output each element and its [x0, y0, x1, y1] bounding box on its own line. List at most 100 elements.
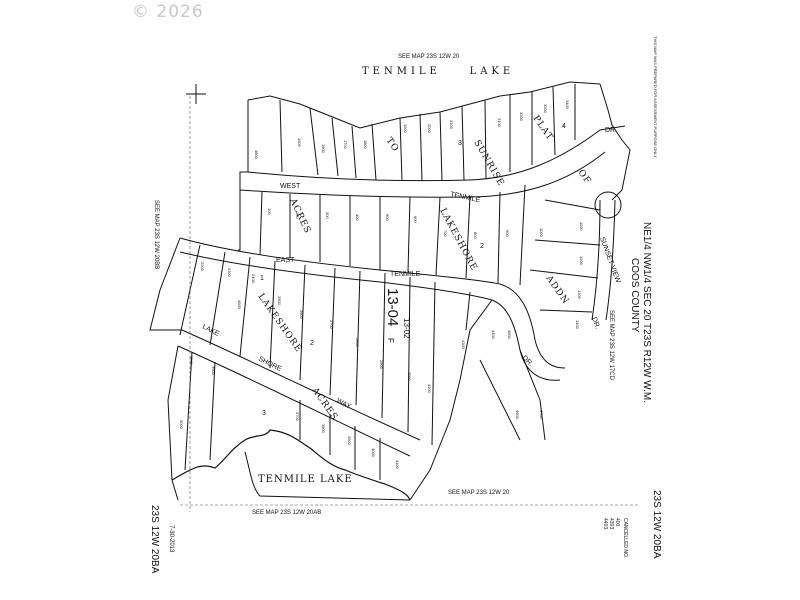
map-number-right: 23S 12W 20BA — [651, 490, 662, 559]
lake-name-top: TENMILE LAKE — [362, 66, 514, 77]
map-title-line-2: COOS COUNTY — [629, 258, 640, 333]
lot-number: 3400 — [565, 100, 570, 110]
block-number: 1 — [260, 275, 264, 282]
right-diagonal-boundary — [409, 299, 493, 501]
road-west: WEST — [280, 183, 301, 190]
lot-number: 4000 — [371, 448, 376, 458]
lake-shoreline-lower — [244, 451, 411, 501]
see-map-right: SEE MAP 23S 12W 17CD — [608, 310, 614, 381]
road-sunset-view: SUNSET VIEW — [598, 236, 621, 284]
block-number: 3 — [458, 140, 462, 147]
lot-number: 2600 — [299, 310, 304, 320]
outer-diagonal-boundary — [479, 359, 521, 441]
subdivision-sunrise: SUNRISE — [471, 139, 506, 189]
lot-number: 2100 — [449, 120, 454, 130]
sub-map-number: 13-02 — [402, 318, 411, 339]
lot-number: 3200 — [519, 112, 524, 122]
map-number-left: 23S 12W 20BA — [149, 505, 160, 574]
road-way: WAY — [335, 398, 352, 411]
cancelled-number: 4403 — [602, 518, 608, 529]
road-curve-north — [499, 283, 566, 369]
lot-number: 2300 — [227, 268, 232, 278]
lot-number: 4800 — [254, 150, 259, 160]
subdivision-addn: ADDN — [543, 273, 571, 306]
road-sunset-view-east — [605, 199, 616, 321]
road-dr-3: DR. — [521, 354, 535, 368]
north-arrow-icon — [186, 84, 206, 104]
lot-number: 1000 — [539, 228, 544, 238]
lot-number: 3300 — [543, 104, 548, 114]
lake-name-bottom: TENMILE LAKE — [258, 474, 353, 485]
lot-number: 2200 — [200, 262, 205, 272]
lot-number: 4200 — [427, 384, 432, 394]
lot-number: 5000 — [179, 420, 184, 430]
lot-number: 4100 — [395, 460, 400, 470]
lot-number: 1300 — [577, 290, 582, 300]
upper-lot-lines — [279, 84, 576, 182]
lot-number: 1400 — [575, 320, 580, 330]
subdivision-of: OF — [576, 168, 593, 187]
lot-number: 700 — [443, 230, 448, 237]
lower-lake-side — [167, 345, 179, 501]
block-number: 4 — [562, 123, 566, 130]
road-west-tenmile-north — [247, 125, 626, 182]
lot-number: 4900 — [237, 300, 242, 310]
cul-de-sac — [594, 191, 622, 219]
subdivision-plat: PLAT — [531, 114, 555, 143]
see-map-top: SEE MAP 23S 12W 20 — [398, 54, 460, 60]
copyright-watermark: © 2026 — [132, 2, 204, 22]
lot-number: 100 — [267, 208, 272, 215]
road-east-tenmile-north — [179, 237, 501, 285]
lower-lot-lines — [179, 244, 471, 446]
lot-number: 500 — [385, 214, 390, 221]
corner-stamp: THIS MAP WAS PREPARED FOR ASSESSMENT PUR… — [653, 36, 658, 158]
lot-number: 3600 — [211, 366, 216, 376]
lot-number: 600 — [413, 216, 418, 223]
lot-number: 2800 — [355, 338, 360, 348]
road-tenmile-west: TENMILE — [450, 191, 481, 204]
lot-number: 3500 — [189, 356, 194, 366]
lot-number: 4400 — [491, 330, 496, 340]
map-boundary-left — [238, 100, 249, 251]
cancelled-number: 400 — [614, 518, 620, 527]
lot-number: 1800 — [363, 140, 368, 150]
road-lake: LAKE — [201, 324, 220, 339]
lot-number: 1600 — [321, 144, 326, 154]
map-title-line-1: NE1/4 NW1/4 SEC 20 T23S R12W W.M. — [641, 222, 652, 403]
lot-number: 3000 — [407, 372, 412, 382]
middle-lot-lines — [259, 184, 601, 313]
cancelled-number: 4303 — [608, 518, 614, 529]
block-number: 2 — [310, 340, 314, 347]
lot-number: 4500 — [507, 330, 512, 340]
road-east: EAST — [276, 257, 295, 264]
road-lake-shore-south — [177, 345, 411, 457]
lot-number: 2500 — [277, 296, 282, 306]
lot-number: 1500 — [297, 138, 302, 148]
lot-number: 3700 — [295, 412, 300, 422]
map-boundary-right — [599, 83, 631, 201]
lot-number: 4700 — [539, 410, 544, 420]
lot-number: 4300 — [461, 340, 466, 350]
lot-number: 1700 — [343, 140, 348, 150]
road-west-tenmile-south — [239, 151, 606, 198]
road-dr-2: DR. — [590, 316, 601, 330]
cancelled-label: CANCELLED NO. — [622, 518, 628, 558]
far-right-boundary — [519, 349, 546, 441]
block-number: 3 — [262, 410, 266, 417]
lot-number: 2700 — [329, 320, 334, 330]
lot-number: 2400 — [251, 274, 256, 284]
lot-number: 3900 — [347, 436, 352, 446]
see-map-bottom-left: SEE MAP 23S 12W 20AB — [252, 510, 321, 516]
lot-number: 2900 — [379, 360, 384, 370]
road-tenmile-east: TENMILE — [390, 271, 421, 278]
road-dr-1: DR. — [605, 127, 617, 134]
lot-number: 400 — [355, 214, 360, 221]
lake-shoreline-bottom — [171, 429, 411, 501]
lot-number: 300 — [325, 212, 330, 219]
map-date: 7-30-2013 — [168, 525, 174, 553]
road-east-tenmile-south — [179, 251, 493, 301]
lot-number: 1200 — [579, 256, 584, 266]
see-map-left: SEE MAP 23S 12W 20BB — [153, 200, 159, 269]
